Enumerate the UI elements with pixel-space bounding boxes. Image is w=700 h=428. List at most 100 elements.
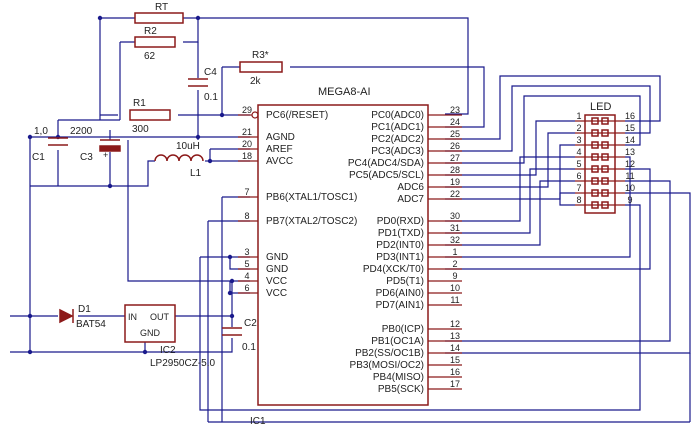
- capacitor-c1[interactable]: 1,0 C1: [32, 126, 68, 163]
- led-pad-icon: [591, 177, 599, 185]
- r3-label: R3*: [252, 50, 269, 61]
- led-pad-icon: [601, 117, 609, 125]
- led-pad-icon: [591, 201, 599, 209]
- ic1-pin-number: 5: [244, 259, 249, 269]
- r1-value: 300: [132, 124, 149, 135]
- ic1-pin-number: 16: [450, 367, 460, 377]
- r2-value: 62: [144, 51, 156, 62]
- ic1-pin-number: 21: [242, 127, 252, 137]
- ic1-pin-number: 6: [244, 283, 249, 293]
- diode-d1[interactable]: D1 BAT54: [59, 304, 106, 330]
- capacitor-c2[interactable]: C2 0.1: [222, 318, 257, 353]
- ic1-pin-name: PB1(OC1A): [371, 336, 424, 347]
- d1-label: D1: [78, 304, 91, 315]
- ic1-pin-number: 27: [450, 153, 460, 163]
- ic1-pin-name: VCC: [266, 288, 287, 299]
- led-pad-icon: [601, 129, 609, 137]
- resistor-r1[interactable]: R1 300: [129, 98, 171, 135]
- led-pin-number: 10: [625, 183, 635, 193]
- ic1-pin-number: 32: [450, 235, 460, 245]
- led-pin-number: 5: [576, 159, 581, 169]
- led-pin-number: 15: [625, 123, 635, 133]
- inductor-l1[interactable]: 10uH L1: [154, 141, 204, 179]
- ic1-right-pins: 23PC0(ADC0)24PC1(ADC1)25PC2(ADC2)26PC3(A…: [348, 105, 462, 395]
- ic1-pin-name: PB7(XTAL2/TOSC2): [266, 216, 357, 227]
- r2-label: R2: [144, 26, 157, 37]
- regulator-ic2[interactable]: IN OUT GND IC2 LP2950CZ-5.0: [124, 304, 215, 369]
- ic1-pin-number: 31: [450, 223, 460, 233]
- led-pad-icon: [601, 165, 609, 173]
- wires: [10, 17, 691, 423]
- ic1-pin-name: PD4(XCK/T0): [363, 264, 424, 275]
- ic1-pin-name: AGND: [266, 132, 295, 143]
- ic1-pin-number: 23: [450, 105, 460, 115]
- led-pad-icon: [601, 201, 609, 209]
- led-pin-number: 3: [576, 135, 581, 145]
- r1-label: R1: [133, 98, 146, 109]
- ic2-in-label: IN: [128, 312, 137, 322]
- ic1-pin-number: 28: [450, 165, 460, 175]
- ic1-pin-name: ADC7: [397, 194, 424, 205]
- led-pin-number: 4: [576, 147, 581, 157]
- ic1-pin-name: PB3(MOSI/OC2): [350, 360, 424, 371]
- resistor-rt[interactable]: RT: [134, 2, 184, 24]
- ic1-pin-number: 17: [450, 379, 460, 389]
- ic1-pin-number: 22: [450, 189, 460, 199]
- ic1-pin-number: 19: [450, 177, 460, 187]
- led-pad-icon: [601, 177, 609, 185]
- ic1-pin-number: 29: [242, 105, 252, 115]
- ic1-pin-name: PB6(XTAL1/TOSC1): [266, 192, 357, 203]
- ic1-pin-name: PB0(ICP): [382, 324, 424, 335]
- led-pin-number: 2: [576, 123, 581, 133]
- l1-label: L1: [190, 168, 202, 179]
- led-pad-icon: [591, 141, 599, 149]
- ic1-pin-name: PB4(MISO): [373, 372, 424, 383]
- ic1-pin-number: 20: [242, 139, 252, 149]
- resistor-r2[interactable]: R2 62: [134, 26, 176, 62]
- led-pin-number: 16: [625, 111, 635, 121]
- ic1-pin-name: PC3(ADC3): [371, 146, 424, 157]
- r3-value: 2k: [250, 76, 262, 87]
- c3-value: 2200: [70, 126, 93, 137]
- led-pad-icon: [591, 165, 599, 173]
- ic1-pin-name: GND: [266, 252, 288, 263]
- capacitor-c4[interactable]: C4 0.1: [188, 67, 218, 103]
- led-pin-number: 11: [625, 171, 634, 181]
- ic1-pin-number: 9: [452, 271, 457, 281]
- rt-label: RT: [155, 2, 168, 13]
- led-pad-icon: [591, 189, 599, 197]
- led-pad-icon: [601, 141, 609, 149]
- ic1-pin-name: PC6(/RESET): [266, 110, 328, 121]
- ic1-pin-name: PD5(T1): [386, 276, 424, 287]
- ic1-pin-number: 4: [244, 271, 249, 281]
- ic1-pin-number: 12: [450, 319, 460, 329]
- ic2-out-label: OUT: [150, 312, 170, 322]
- ic1-pin-name: PD0(RXD): [377, 216, 424, 227]
- ic1-pin-name: AREF: [266, 144, 293, 155]
- svg-text:+: +: [103, 150, 108, 160]
- ic1-pin-number: 25: [450, 129, 460, 139]
- led-pin-number: 7: [576, 183, 581, 193]
- ic1-name: MEGA8-AI: [318, 86, 371, 98]
- ic1-pin-number: 30: [450, 211, 460, 221]
- c3-label: C3: [80, 152, 93, 163]
- led-pad-icon: [601, 153, 609, 161]
- capacitor-c3[interactable]: + 2200 C3: [70, 126, 121, 163]
- inverted-pin-icon: [251, 111, 259, 119]
- led-label: LED: [590, 101, 611, 113]
- c4-value: 0.1: [204, 92, 218, 103]
- resistor-r3[interactable]: R3* 2k: [239, 50, 283, 87]
- ic1-pin-name: PB5(SCK): [378, 384, 424, 395]
- led-pin-number: 14: [625, 135, 635, 145]
- led-pin-number: 8: [576, 195, 581, 205]
- ic1-pin-name: PC5(ADC5/SCL): [349, 170, 424, 181]
- ic1-pin-name: PD3(INT1): [376, 252, 424, 263]
- l1-value: 10uH: [176, 141, 200, 152]
- ic1-pin-name: PD1(TXD): [378, 228, 424, 239]
